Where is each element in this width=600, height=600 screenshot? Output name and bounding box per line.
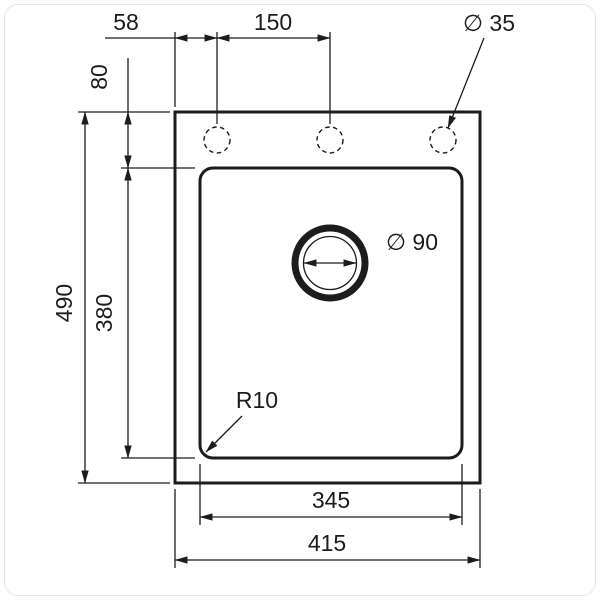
dimension-label: 150 — [254, 9, 292, 35]
tap-hole-3 — [429, 126, 457, 154]
dimension-label: R10 — [236, 387, 278, 413]
dimension-label: 490 — [51, 284, 77, 322]
tap-hole-1 — [203, 126, 231, 154]
dimension-label: 380 — [91, 294, 117, 332]
callout-r10: R10 — [205, 387, 278, 453]
sink-outline — [173, 110, 482, 485]
leader-line — [205, 415, 243, 453]
dimension-415: 415 — [174, 530, 481, 564]
dimension-label: ∅ 35 — [463, 10, 515, 36]
drain-outer-ring — [291, 224, 369, 302]
dimension-label: 415 — [308, 530, 346, 556]
dimension-80: 80 — [86, 58, 132, 169]
callout-dia-35: ∅ 35 — [447, 10, 515, 129]
dimension-58: 58 — [105, 9, 218, 42]
dimension-490: 490 — [51, 111, 89, 484]
leader-line — [447, 37, 485, 129]
dimension-380: 380 — [91, 167, 132, 459]
drain: ∅ 90 — [291, 224, 438, 302]
dimension-label: 80 — [86, 64, 112, 90]
dimension-345: 345 — [199, 487, 463, 521]
drain-diameter-label: ∅ 90 — [386, 229, 438, 255]
dimension-label: 58 — [113, 9, 139, 35]
outer-rim-rect — [173, 110, 482, 485]
dimension-150: 150 — [216, 9, 331, 42]
tap-holes — [203, 126, 457, 154]
dimension-label: 345 — [312, 487, 350, 513]
tap-hole-2 — [316, 126, 344, 154]
bowl-rect — [198, 166, 464, 460]
